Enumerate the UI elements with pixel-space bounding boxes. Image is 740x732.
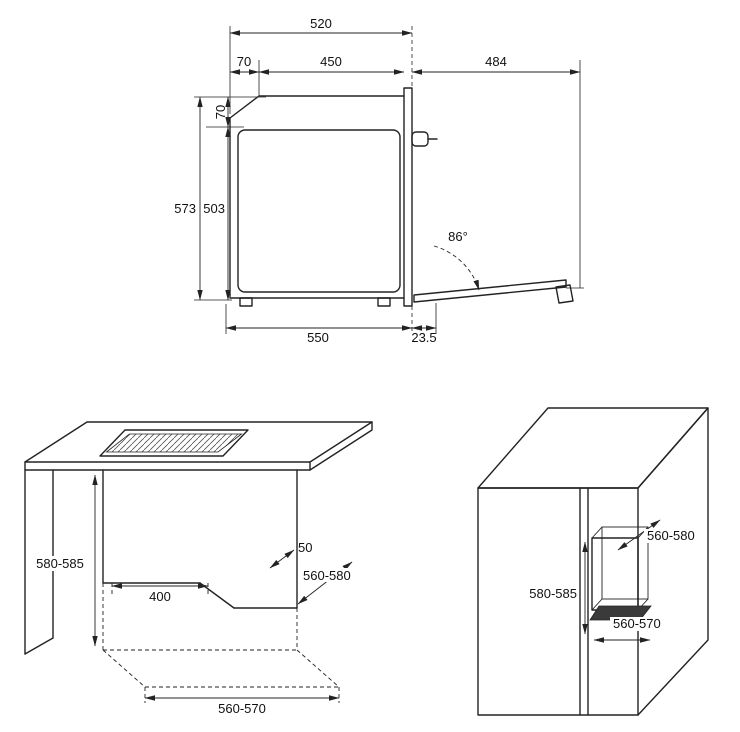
dim-setback-side: 70 [213,105,228,119]
cooktop-outline [99,429,249,457]
oven-body [229,87,438,307]
dim-niche-depth: 560-580 [303,568,351,583]
dim-niche-depth: 560-580 [647,528,695,543]
dim-height-total: 573 [174,201,196,216]
control-knob [411,131,429,147]
tall-cabinet [477,407,709,716]
dim-niche-height: 580-585 [36,556,84,571]
niche-hidden-edges [102,583,340,703]
dim-door-angle: 86° [448,229,468,244]
dim-setback-top: 70 [237,54,251,69]
dim-niche-height: 580-585 [529,586,577,601]
door-angle-arc [433,245,480,291]
oven-niche [589,526,652,621]
door-handle-foot [555,284,574,304]
undercounter-dimension-labels: 580-585 400 50 560-580 560-570 [30,540,362,716]
dim-door-protrusion: 23.5 [411,330,436,345]
oven-open-door [413,279,574,304]
dim-niche-width: 560-570 [218,701,266,716]
oven-dimension-labels: 520 70 450 484 573 503 70 86° 550 23.5 [174,16,507,345]
counter-and-cabinet [24,421,373,655]
dim-niche-width: 560-570 [613,616,661,631]
dim-height-cavity: 503 [203,201,225,216]
cooktop-hatch [105,433,243,453]
column-dimension-labels: 560-580 580-585 560-570 [529,528,704,631]
dim-depth-body: 550 [307,330,329,345]
undercounter-installation-diagram: 580-585 400 50 560-580 560-570 [24,421,373,716]
dim-depth-inner: 450 [320,54,342,69]
oven-dimension-lines [197,30,581,331]
oven-side-view-diagram: 520 70 450 484 573 503 70 86° 550 23.5 [174,16,584,345]
column-dimension-lines [582,519,661,643]
column-installation-diagram: 560-580 580-585 560-570 [477,407,709,716]
dim-rear-gap: 50 [298,540,312,555]
dim-vent-width: 400 [149,589,171,604]
dim-depth-top: 520 [310,16,332,31]
dim-door-reach: 484 [485,54,507,69]
